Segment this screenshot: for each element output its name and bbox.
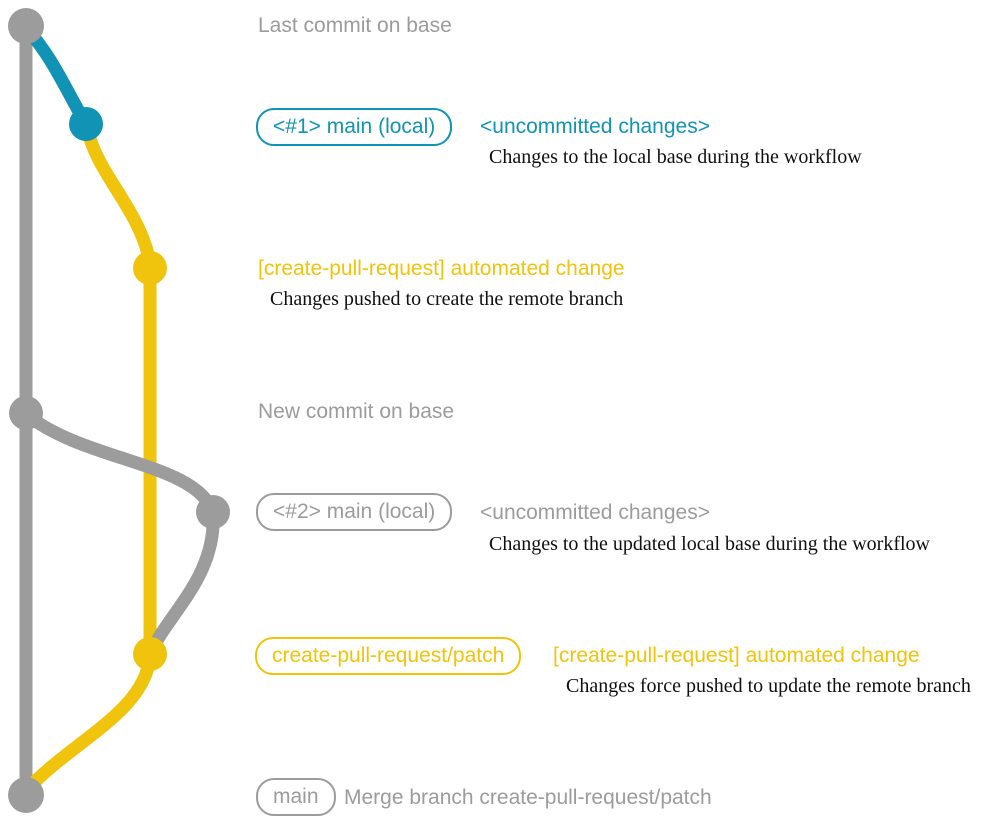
last-commit-label: Last commit on base [258,14,452,37]
branch-tag-main-local-2: <#2> main (local) [256,493,453,531]
git-graph [8,8,230,813]
commit-note-main-local-2: Changes to the updated local base during… [489,533,930,555]
commit-message-merge: Merge branch create-pull-request/patch [344,786,712,809]
commit-message-main-local-2: <uncommitted changes> [480,501,710,524]
branch-tag-main: main [256,778,336,816]
commit-dot-main-local-1 [69,107,103,141]
new-commit-label: New commit on base [258,400,455,423]
commit-dot-last-commit-on-base [8,8,44,44]
commit-dot-merge-commit [8,777,44,813]
updated-local-main-line [19,407,220,519]
branch-tag-main-local-1: <#1> main (local) [256,108,453,146]
commit-dot-main-local-2 [196,495,230,529]
commit-dot-create-pull-request-1 [133,251,167,285]
commit-note-main-local-1: Changes to the local base during the wor… [489,146,862,168]
commit-dot-create-pull-request-2 [133,637,167,671]
branch-tag-create-pull-request-patch: create-pull-request/patch [255,637,522,675]
commit-message-create-pull-request-2: [create-pull-request] automated change [553,644,920,667]
rebase-to-patch-line [145,505,220,657]
commit-note-create-pull-request-2: Changes force pushed to update the remot… [566,675,971,697]
commit-message-create-pull-request-1: [create-pull-request] automated change [258,257,625,280]
commit-message-main-local-1: <uncommitted changes> [480,115,710,138]
commit-dot-new-commit-on-base [9,396,43,430]
commit-note-create-pull-request-1: Changes pushed to create the remote bran… [270,288,624,310]
